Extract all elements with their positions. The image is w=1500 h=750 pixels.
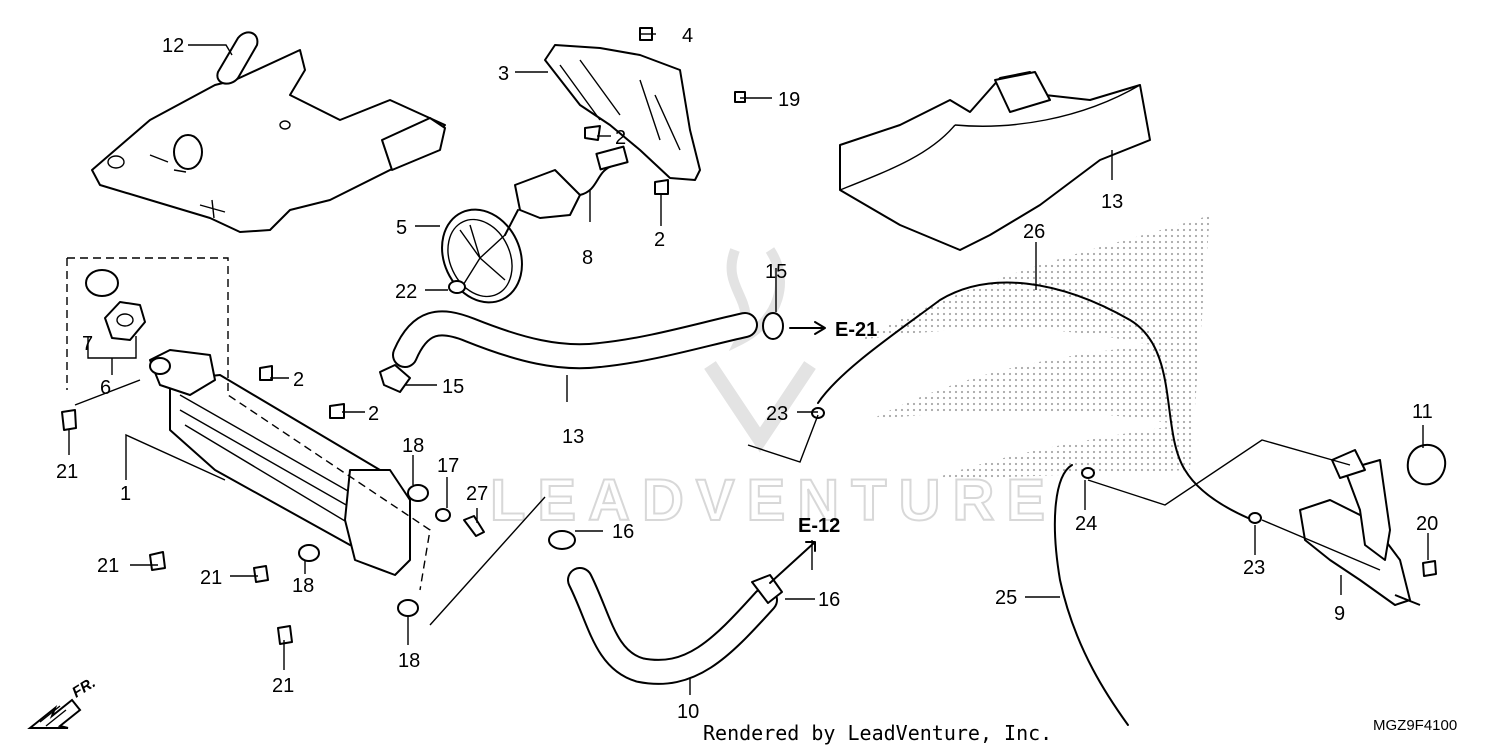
assembly-box — [66, 257, 431, 591]
label-16-a: 16 — [612, 521, 634, 543]
fan-motor — [504, 145, 629, 236]
label-15-a: 15 — [765, 261, 787, 283]
label-6: 6 — [100, 377, 111, 399]
label-1: 1 — [120, 483, 131, 505]
label-2-c: 2 — [293, 369, 304, 391]
label-10: 11 — [1412, 401, 1433, 423]
label-11: 12 — [162, 35, 184, 57]
cover-panel — [839, 71, 1151, 251]
label-21-a: 21 — [56, 461, 78, 483]
label-25: 25 — [995, 587, 1017, 609]
label-27: 27 — [466, 483, 488, 505]
label-2-b: 2 — [654, 229, 665, 251]
label-22: 22 — [395, 281, 417, 303]
label-12: 13 — [1101, 191, 1123, 213]
front-arrow-icon — [27, 698, 82, 729]
label-8: 8 — [582, 247, 593, 269]
flame-watermark — [726, 247, 785, 352]
air-guide-plate — [91, 31, 446, 233]
label-18-c: 18 — [398, 650, 420, 672]
label-15-b: 15 — [442, 376, 464, 398]
label-13: 13 — [562, 426, 584, 448]
label-14: 10 — [677, 701, 699, 723]
label-3: 3 — [498, 63, 509, 85]
diagram-code: MGZ9F4100 — [1373, 717, 1457, 734]
arrow-e21 — [789, 321, 826, 335]
radiator-cap — [85, 269, 146, 341]
label-26: 26 — [1023, 221, 1045, 243]
fan-blade — [441, 208, 523, 304]
overflow-tube — [817, 281, 1249, 519]
leader-lines — [68, 33, 1429, 695]
lower-hose — [548, 530, 783, 685]
label-5: 5 — [396, 217, 407, 239]
label-24: 24 — [1075, 513, 1097, 535]
reserve-tank — [1299, 449, 1411, 606]
front-direction-indicator: FR. — [27, 674, 99, 729]
label-17: 17 — [437, 455, 459, 477]
watermark: LEADVENTURE — [489, 215, 1210, 534]
fan-shroud — [544, 44, 701, 181]
label-2-a: 2 — [615, 127, 626, 149]
label-21-c: 21 — [200, 567, 222, 589]
wing-watermark — [860, 215, 1210, 480]
front-label: FR. — [69, 674, 99, 701]
label-23-b: 23 — [1243, 557, 1265, 579]
tank-cap — [1406, 443, 1447, 486]
label-23-a: 23 — [766, 403, 788, 425]
credit-text: Rendered by LeadVenture, Inc. — [703, 721, 1052, 745]
ref-e21[interactable]: E-21 — [835, 319, 877, 341]
watermark-text: LEADVENTURE — [490, 468, 1057, 533]
label-9: 9 — [1334, 603, 1345, 625]
fasteners — [61, 27, 1437, 645]
label-21-b: 21 — [97, 555, 119, 577]
v-watermark — [704, 361, 816, 453]
label-20: 20 — [1416, 513, 1438, 535]
ref-e12[interactable]: E-12 — [798, 515, 840, 537]
upper-hose — [379, 310, 784, 393]
label-18-b: 18 — [292, 575, 314, 597]
label-18-a: 18 — [402, 435, 424, 457]
radiator — [149, 349, 411, 576]
label-7: 7 — [82, 333, 93, 355]
label-2-d: 2 — [368, 403, 379, 425]
breather-tube — [1053, 464, 1129, 726]
label-19: 19 — [778, 89, 800, 111]
label-21-d: 21 — [272, 675, 294, 697]
arrow-e12 — [769, 541, 816, 584]
part-labels: 12 3 4 19 2 2 5 8 22 13 26 15 15 2 2 7 6… — [56, 25, 1438, 723]
label-4: 4 — [682, 25, 693, 47]
label-16-b: 16 — [818, 589, 840, 611]
